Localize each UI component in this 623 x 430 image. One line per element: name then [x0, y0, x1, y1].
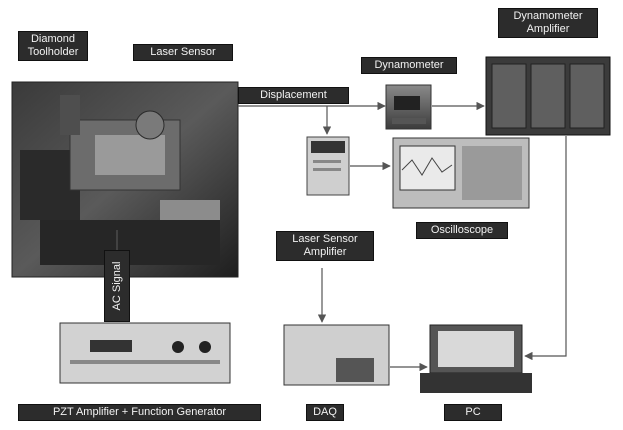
label-laser-sensor-amplifier: Laser Sensor Amplifier — [276, 231, 374, 261]
label-oscilloscope: Oscilloscope — [416, 222, 508, 239]
label-pzt-amplifier-function-generator: PZT Amplifier + Function Generator — [18, 404, 261, 421]
label-dynamometer-amplifier: Dynamometer Amplifier — [498, 8, 598, 38]
pc-device — [420, 325, 532, 393]
daq-device — [284, 325, 389, 385]
label-ac-signal: AC Signal — [104, 250, 130, 322]
oscilloscope-device — [393, 138, 529, 208]
label-diamond-toolholder: Diamond Toolholder — [18, 31, 88, 61]
label-displacement: Displacement — [238, 87, 349, 104]
dynamometer-amplifier-device — [486, 57, 610, 135]
pzt-amplifier-device — [60, 323, 230, 383]
label-laser-sensor: Laser Sensor — [133, 44, 233, 61]
label-daq: DAQ — [306, 404, 344, 421]
setup-photo — [12, 82, 238, 277]
label-dynamometer: Dynamometer — [361, 57, 457, 74]
dynamometer-device — [386, 85, 431, 129]
arrow-amplifier-to-pc — [525, 136, 566, 356]
laser-sensor-amplifier-device — [307, 137, 349, 195]
label-pc: PC — [444, 404, 502, 421]
